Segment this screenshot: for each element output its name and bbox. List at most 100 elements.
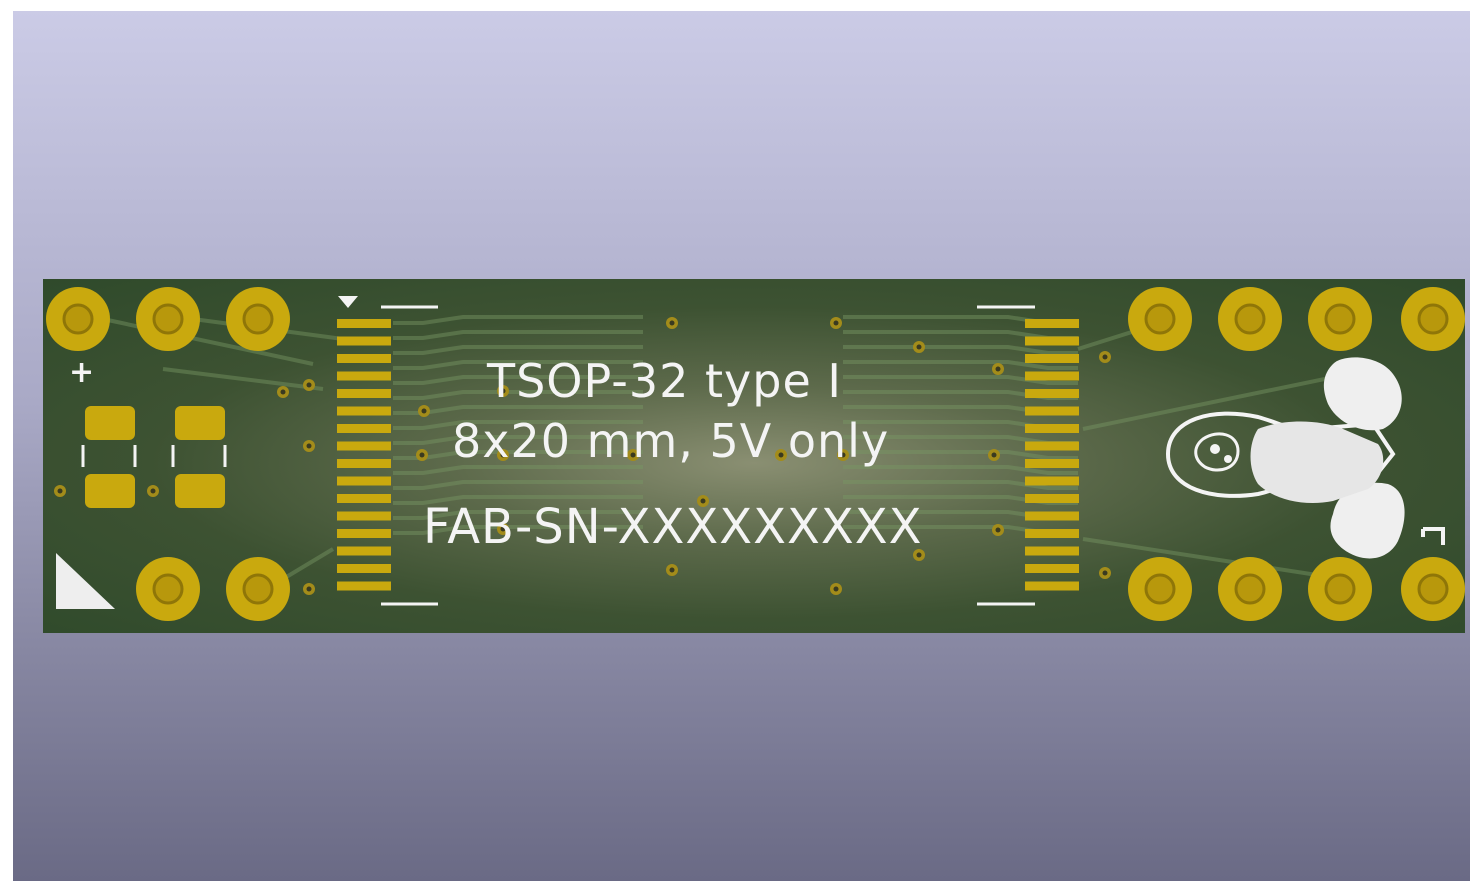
tsop-pad-right bbox=[1025, 494, 1079, 503]
smd-pad bbox=[85, 474, 135, 508]
trace bbox=[393, 390, 643, 400]
penguin-logo-icon bbox=[1165, 357, 1405, 559]
tht-hole bbox=[1417, 573, 1449, 605]
trace bbox=[843, 360, 1078, 370]
trace bbox=[393, 360, 643, 370]
tsop-pad-right bbox=[1025, 424, 1079, 433]
tht-hole bbox=[1324, 303, 1356, 335]
tsop-pad-left bbox=[337, 424, 391, 433]
via-hole bbox=[630, 452, 636, 458]
plus-marker: + bbox=[69, 355, 96, 390]
trace bbox=[393, 480, 643, 490]
tsop-pad-left bbox=[337, 581, 391, 591]
tht-hole bbox=[152, 573, 184, 605]
tsop-pad-right bbox=[1025, 581, 1079, 591]
tsop-pad-right bbox=[1025, 406, 1079, 416]
tsop-pad-right bbox=[1025, 336, 1079, 346]
trace bbox=[393, 450, 643, 460]
via-hole bbox=[1102, 354, 1108, 360]
corner-triangle-icon bbox=[56, 553, 115, 609]
tsop-pad-right bbox=[1025, 546, 1079, 556]
tsop-pad-right bbox=[1025, 564, 1079, 573]
via-hole bbox=[916, 344, 922, 350]
via-hole bbox=[916, 552, 922, 558]
tsop-pad-left bbox=[337, 546, 391, 556]
tsop-pad-left bbox=[337, 406, 391, 416]
tht-hole bbox=[242, 303, 274, 335]
trace bbox=[843, 345, 1078, 355]
trace bbox=[393, 375, 643, 385]
tsop-pad-left bbox=[337, 511, 391, 521]
tht-hole bbox=[1144, 303, 1176, 335]
via-hole bbox=[840, 452, 846, 458]
serial-label: FAB-SN-XXXXXXXXX bbox=[423, 499, 923, 555]
tht-hole bbox=[1324, 573, 1356, 605]
tsop-pad-right bbox=[1025, 459, 1079, 468]
tsop-pad-right bbox=[1025, 529, 1079, 538]
via-hole bbox=[833, 586, 839, 592]
tsop-pad-left bbox=[337, 319, 391, 328]
tht-hole bbox=[242, 573, 274, 605]
via-hole bbox=[57, 488, 63, 494]
via-hole bbox=[991, 452, 997, 458]
trace bbox=[393, 330, 643, 340]
tsop-pad-left bbox=[337, 494, 391, 503]
tht-hole bbox=[1234, 303, 1266, 335]
tsop-pad-right bbox=[1025, 354, 1079, 363]
via-hole bbox=[500, 388, 506, 394]
trace bbox=[393, 510, 643, 520]
pin1-triangle-icon bbox=[338, 296, 358, 308]
tsop-pad-right bbox=[1025, 371, 1079, 381]
trace bbox=[393, 420, 643, 430]
via-hole bbox=[700, 498, 706, 504]
via-hole bbox=[306, 382, 312, 388]
tsop-pad-right bbox=[1025, 441, 1079, 451]
via-hole bbox=[419, 452, 425, 458]
pcb-board: TSOP-32 type I 8x20 mm, 5V only FAB-SN-X… bbox=[43, 279, 1465, 633]
tsop-pad-right bbox=[1025, 319, 1079, 328]
trace bbox=[393, 435, 643, 445]
trace bbox=[281, 547, 335, 581]
tht-hole bbox=[152, 303, 184, 335]
tsop-pad-left bbox=[337, 529, 391, 538]
tsop-pad-left bbox=[337, 354, 391, 363]
smd-pad bbox=[175, 474, 225, 508]
trace bbox=[393, 525, 643, 535]
tht-hole bbox=[62, 303, 94, 335]
trace bbox=[393, 495, 643, 505]
tsop-pad-left bbox=[337, 371, 391, 381]
via-hole bbox=[669, 320, 675, 326]
tsop-pad-left bbox=[337, 564, 391, 573]
3d-viewport[interactable]: TSOP-32 type I 8x20 mm, 5V only FAB-SN-X… bbox=[13, 11, 1470, 881]
tht-hole bbox=[1234, 573, 1266, 605]
tht-hole bbox=[1417, 303, 1449, 335]
trace bbox=[393, 465, 643, 475]
tsop-pad-left bbox=[337, 459, 391, 468]
tsop-pad-left bbox=[337, 441, 391, 451]
via-hole bbox=[833, 320, 839, 326]
subtitle-label: 8x20 mm, 5V only bbox=[452, 414, 890, 468]
trace bbox=[843, 450, 1078, 460]
via-hole bbox=[421, 408, 427, 414]
tsop-pad-right bbox=[1025, 511, 1079, 521]
smd-pad bbox=[175, 406, 225, 440]
via-hole bbox=[500, 526, 506, 532]
title-label: TSOP-32 type I bbox=[487, 354, 842, 408]
trace bbox=[393, 405, 643, 415]
via-hole bbox=[306, 443, 312, 449]
tsop-pad-left bbox=[337, 389, 391, 398]
trace bbox=[393, 345, 643, 355]
via-hole bbox=[500, 452, 506, 458]
via-hole bbox=[995, 527, 1001, 533]
tht-hole bbox=[1144, 573, 1176, 605]
via-hole bbox=[1102, 570, 1108, 576]
right-marker bbox=[1421, 527, 1445, 545]
pcb-graphics bbox=[46, 287, 1465, 621]
tsop-pad-right bbox=[1025, 476, 1079, 486]
trace bbox=[843, 465, 1078, 475]
via-hole bbox=[280, 389, 286, 395]
via-hole bbox=[150, 488, 156, 494]
trace bbox=[1082, 537, 1344, 581]
tsop-pad-left bbox=[337, 336, 391, 346]
trace bbox=[162, 367, 324, 391]
